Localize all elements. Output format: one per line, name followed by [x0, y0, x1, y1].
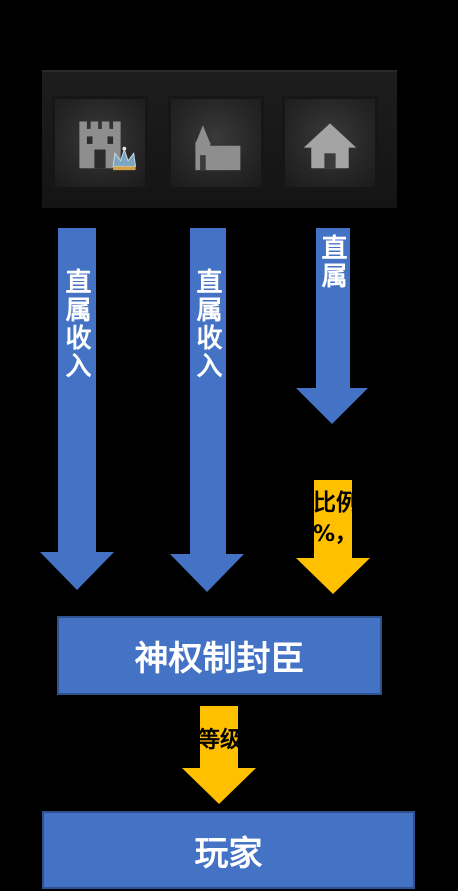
house-arrow — [296, 228, 368, 424]
castle-icon — [79, 121, 137, 171]
church-tile[interactable] — [168, 96, 264, 190]
castle-arrow-label: 直属收入 — [61, 268, 91, 380]
house-ratio-label-2: %， — [313, 522, 358, 547]
vassal-box: 神权制封臣 — [57, 616, 382, 695]
house-ratio-label-1: 比例 — [313, 490, 359, 516]
player-box-label: 玩家 — [194, 833, 263, 874]
castle-arrow — [40, 228, 114, 590]
player-box: 玩家 — [42, 811, 415, 889]
house-arrow-label: 直属 — [317, 234, 347, 290]
house-ratio-arrow — [296, 480, 370, 594]
house-icon — [303, 123, 357, 169]
house-tile[interactable] — [282, 96, 378, 190]
holding-icon-strip — [42, 70, 397, 208]
level-arrow — [182, 706, 256, 804]
level-label: 等级 — [198, 728, 243, 753]
church-arrow — [170, 228, 244, 592]
castle-tile[interactable] — [52, 96, 148, 190]
church-arrow-label: 直属收入 — [192, 268, 222, 380]
church-icon — [195, 125, 241, 171]
vassal-box-label: 神权制封臣 — [134, 639, 305, 679]
